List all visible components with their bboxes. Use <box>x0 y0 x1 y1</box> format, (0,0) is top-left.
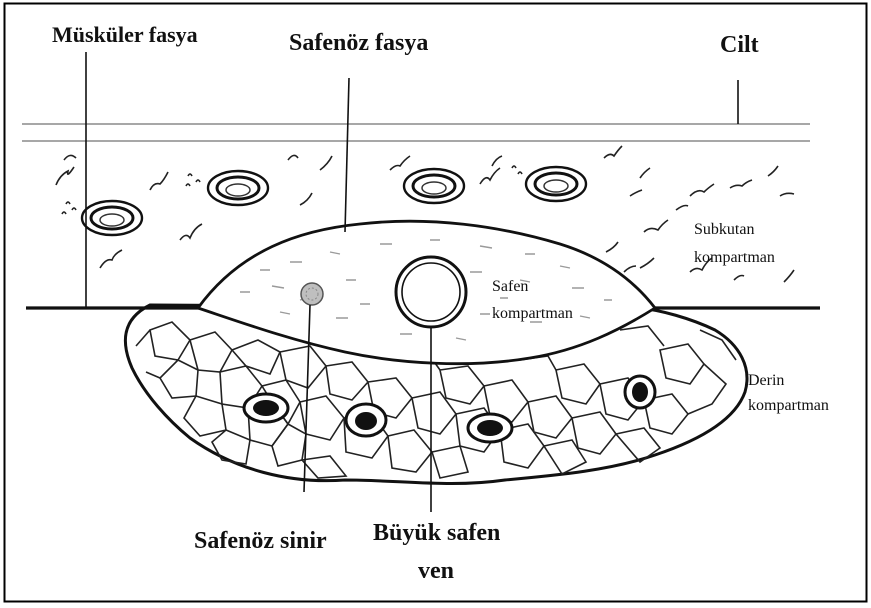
label-subcutaneous-line1: Subkutan <box>694 221 754 238</box>
label-saphenous-comp-line2: kompartman <box>492 305 573 322</box>
label-muscular-fascia: Müsküler fasya <box>52 22 198 47</box>
label-saphenous-fascia: Safenöz fasya <box>289 30 428 56</box>
label-deep-comp-line1: Derin <box>748 372 784 389</box>
great-saphenous-vein-lumen <box>402 263 460 321</box>
label-deep-comp-line2: kompartman <box>748 397 829 414</box>
label-great-saphenous-line1: Büyük safen <box>373 520 500 546</box>
label-skin: Cilt <box>720 32 759 58</box>
saphenous-nerve <box>301 283 323 305</box>
label-saphenous-comp-line1: Safen <box>492 278 528 295</box>
label-saphenous-nerve: Safenöz sinir <box>194 528 327 554</box>
label-great-saphenous-line2: ven <box>418 558 454 584</box>
label-subcutaneous-line2: kompartman <box>694 249 775 266</box>
